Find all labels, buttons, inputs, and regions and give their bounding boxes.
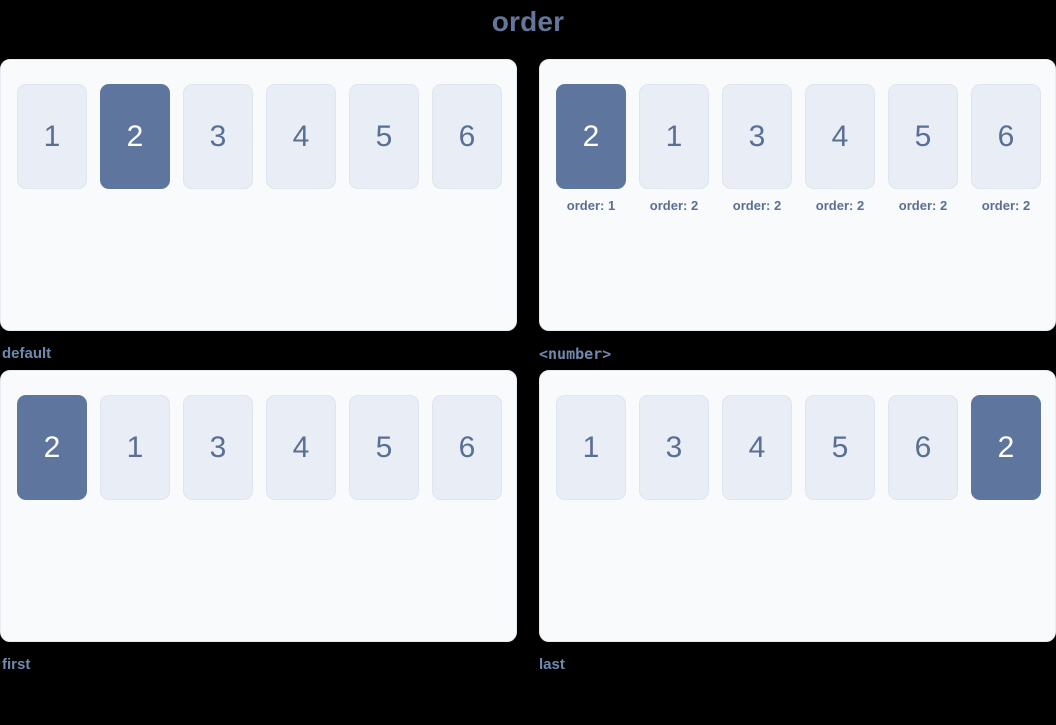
flex-item[interactable]: 1 bbox=[556, 395, 626, 500]
flex-item[interactable]: 1 bbox=[639, 84, 709, 189]
flex-item-wrap: 1 order: 2 bbox=[639, 84, 709, 214]
flex-item[interactable]: 3 bbox=[639, 395, 709, 500]
panel-caption-last: last bbox=[539, 656, 565, 673]
flex-item-order-label: order: 2 bbox=[815, 198, 865, 213]
flex-item-wrap: 5 order: 2 bbox=[888, 84, 958, 214]
flex-item[interactable]: 6 bbox=[971, 84, 1041, 189]
flex-item-wrap: 4 bbox=[722, 395, 792, 500]
flex-item-wrap: 6 order: 2 bbox=[971, 84, 1041, 214]
panel-caption-first: first bbox=[2, 656, 31, 673]
flex-item-wrap: 4 bbox=[266, 395, 336, 500]
flex-item-wrap: 4 order: 2 bbox=[805, 84, 875, 214]
flex-item[interactable]: 3 bbox=[183, 395, 253, 500]
flex-item[interactable]: 4 bbox=[722, 395, 792, 500]
flex-item-wrap: 2 order: 1 bbox=[556, 84, 626, 214]
flex-item[interactable]: 3 bbox=[183, 84, 253, 189]
page-title: order bbox=[491, 6, 565, 37]
flex-item[interactable]: 5 bbox=[349, 84, 419, 189]
flex-item-highlighted[interactable]: 2 bbox=[556, 84, 626, 189]
demo-block-number: 2 order: 1 1 order: 2 3 order: 2 4 order: 2 5 ord… bbox=[535, 59, 1056, 370]
flex-item[interactable]: 1 bbox=[17, 84, 87, 189]
flex-item-order-label: order: 2 bbox=[898, 198, 948, 213]
flex-item[interactable]: 6 bbox=[432, 395, 502, 500]
flex-item-order-label: order: 1 bbox=[566, 198, 616, 213]
panel-number: 2 order: 1 1 order: 2 3 order: 2 4 order: 2 5 ord… bbox=[539, 59, 1056, 331]
flex-item-wrap: 5 bbox=[349, 84, 419, 189]
flex-item-wrap: 2 bbox=[971, 395, 1041, 500]
item-row-number: 2 order: 1 1 order: 2 3 order: 2 4 order: 2 5 ord… bbox=[556, 84, 1055, 214]
flex-item-wrap: 3 bbox=[183, 395, 253, 500]
flex-item[interactable]: 6 bbox=[432, 84, 502, 189]
flex-item-highlighted[interactable]: 2 bbox=[17, 395, 87, 500]
flex-item-highlighted[interactable]: 2 bbox=[100, 84, 170, 189]
flex-item-wrap: 3 bbox=[639, 395, 709, 500]
flex-item[interactable]: 1 bbox=[100, 395, 170, 500]
flex-item-wrap: 5 bbox=[349, 395, 419, 500]
flex-item-order-label: order: 2 bbox=[732, 198, 782, 213]
flex-item[interactable]: 5 bbox=[888, 84, 958, 189]
flex-item[interactable]: 6 bbox=[888, 395, 958, 500]
flex-item[interactable]: 3 bbox=[722, 84, 792, 189]
flex-item-order-label: order: 2 bbox=[981, 198, 1031, 213]
flex-item-wrap: 1 bbox=[17, 84, 87, 189]
flex-item[interactable]: 5 bbox=[349, 395, 419, 500]
flex-item-wrap: 6 bbox=[888, 395, 958, 500]
flex-item[interactable]: 4 bbox=[805, 84, 875, 189]
flex-item[interactable]: 5 bbox=[805, 395, 875, 500]
flex-item[interactable]: 4 bbox=[266, 84, 336, 189]
flex-item[interactable]: 4 bbox=[266, 395, 336, 500]
flex-item-wrap: 4 bbox=[266, 84, 336, 189]
flex-item-order-label: order: 2 bbox=[649, 198, 699, 213]
flex-item-wrap: 5 bbox=[805, 395, 875, 500]
flex-item-wrap: 3 order: 2 bbox=[722, 84, 792, 214]
panel-caption-default: default bbox=[2, 345, 52, 362]
flex-item-wrap: 2 bbox=[100, 84, 170, 189]
flex-item-highlighted[interactable]: 2 bbox=[971, 395, 1041, 500]
flex-item-wrap: 3 bbox=[183, 84, 253, 189]
flex-item-wrap: 1 bbox=[556, 395, 626, 500]
flex-item-wrap: 2 bbox=[17, 395, 87, 500]
panel-caption-number: <number> bbox=[539, 345, 612, 363]
flex-item-wrap: 6 bbox=[432, 395, 502, 500]
flex-item-wrap: 6 bbox=[432, 84, 502, 189]
flex-item-wrap: 1 bbox=[100, 395, 170, 500]
